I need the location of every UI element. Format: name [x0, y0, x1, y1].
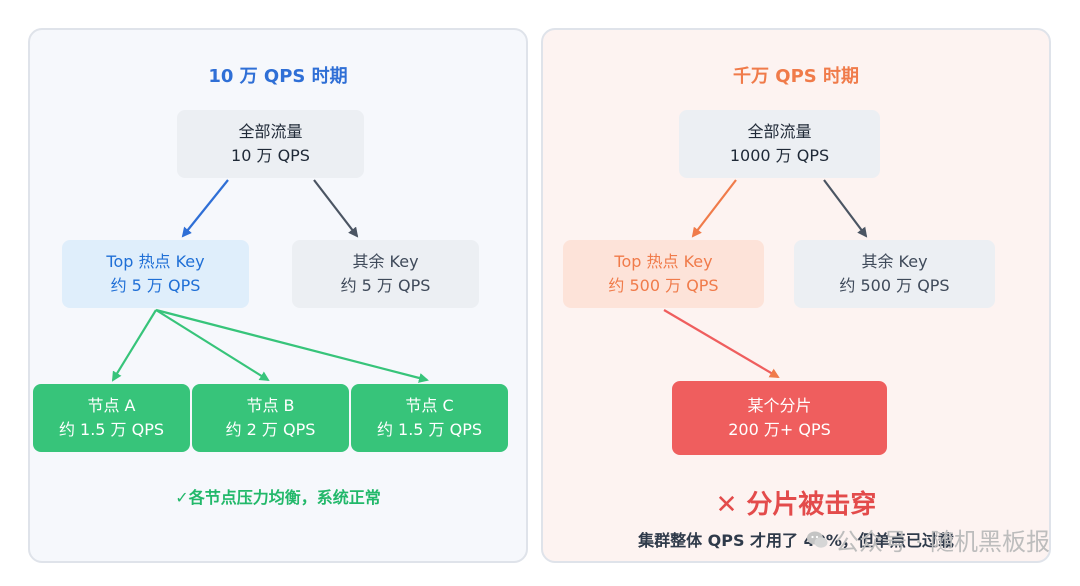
left-total-qps: 10 万 QPS: [231, 146, 310, 165]
right-total-qps: 1000 万 QPS: [729, 146, 830, 165]
node-c-box: 节点 C 约 1.5 万 QPS: [351, 384, 508, 452]
right-panel-title: 千万 QPS 时期: [733, 66, 859, 87]
right-hot-key-qps: 约 500 万 QPS: [608, 276, 719, 295]
right-other-keys-qps: 约 500 万 QPS: [839, 276, 950, 295]
watermark-text: 公众号 · 随机黑板报: [835, 528, 1050, 556]
watermark: 公众号 · 随机黑板报: [805, 522, 1050, 557]
node-a-qps: 约 1.5 万 QPS: [58, 420, 165, 439]
node-a-label: 节点 A: [87, 396, 136, 415]
node-c-qps: 约 1.5 万 QPS: [376, 420, 483, 439]
node-a-box: 节点 A 约 1.5 万 QPS: [33, 384, 190, 452]
node-b-label: 节点 B: [246, 396, 295, 415]
right-other-keys-box: 其余 Key 约 500 万 QPS: [794, 240, 995, 308]
shard-breakdown-verdict: ✕ 分片被击穿: [715, 490, 877, 520]
left-other-keys-box: 其余 Key 约 5 万 QPS: [292, 240, 479, 308]
left-hot-key-label: Top 热点 Key: [106, 252, 205, 271]
left-hot-key-box: Top 热点 Key 约 5 万 QPS: [62, 240, 249, 308]
overload-explanation: 集群整体 QPS 才用了 40%，但单点已过载: [638, 531, 954, 550]
left-total-traffic-box: 全部流量 10 万 QPS: [177, 110, 364, 178]
shard-label: 某个分片: [747, 396, 812, 415]
left-panel-title: 10 万 QPS 时期: [208, 66, 348, 87]
node-b-box: 节点 B 约 2 万 QPS: [192, 384, 349, 452]
balanced-status-note: ✓各节点压力均衡，系统正常: [175, 488, 381, 507]
left-other-keys-label: 其余 Key: [352, 252, 419, 271]
left-total-label: 全部流量: [238, 122, 303, 141]
left-hot-key-qps: 约 5 万 QPS: [110, 276, 201, 295]
node-c-label: 节点 C: [405, 396, 454, 415]
left-other-keys-qps: 约 5 万 QPS: [340, 276, 431, 295]
right-hot-key-label: Top 热点 Key: [614, 252, 713, 271]
right-total-label: 全部流量: [747, 122, 812, 141]
wechat-icon: [807, 531, 828, 548]
overloaded-shard-box: 某个分片 200 万+ QPS: [672, 381, 887, 455]
right-hot-key-box: Top 热点 Key 约 500 万 QPS: [563, 240, 764, 308]
node-b-qps: 约 2 万 QPS: [225, 420, 316, 439]
right-total-traffic-box: 全部流量 1000 万 QPS: [679, 110, 880, 178]
right-other-keys-label: 其余 Key: [861, 252, 928, 271]
shard-qps: 200 万+ QPS: [728, 420, 831, 439]
